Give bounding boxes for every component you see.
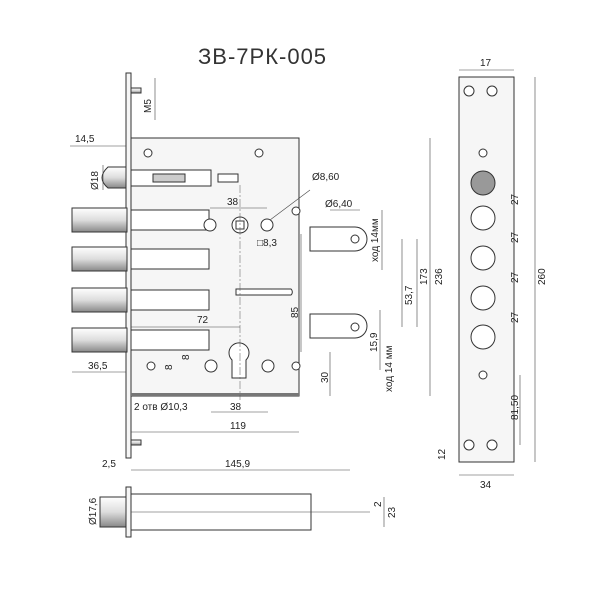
plate-dim-27: 27 — [510, 271, 521, 283]
plate-dim-27: 27 — [510, 193, 521, 205]
m5-screw — [130, 87, 142, 94]
lever — [235, 288, 293, 296]
side-latch — [99, 496, 127, 528]
hole — [203, 218, 217, 232]
screw-icon — [146, 361, 156, 371]
plate-dim-260: 260 — [537, 268, 548, 285]
dim-8b: 8 — [181, 354, 192, 360]
dim-sq8-3: □8,3 — [257, 238, 277, 249]
bolts — [71, 207, 210, 353]
dim-dia18: Ø18 — [90, 171, 101, 190]
dim-dia8-60: Ø8,60 — [312, 172, 340, 183]
plate-dim-27: 27 — [510, 311, 521, 323]
dim-23: 23 — [387, 506, 398, 518]
hole-icon — [254, 148, 264, 158]
dim-holes: 2 отв Ø10,3 — [134, 402, 188, 413]
plate-dim-27: 27 — [510, 231, 521, 243]
mount-hole — [261, 359, 275, 373]
dim-2-5: 2,5 — [102, 459, 116, 470]
dim-dia17-6: Ø17,6 — [88, 497, 99, 525]
plate-dim-34: 34 — [480, 480, 492, 491]
dim-stroke-top: ход 14мм — [370, 218, 381, 262]
dim-14-5: 14,5 — [75, 134, 95, 145]
dim-15-9: 15,9 — [369, 332, 380, 352]
cam-top — [309, 226, 368, 252]
dim-53-7: 53,7 — [404, 285, 415, 305]
strike-holes — [463, 85, 498, 451]
side-faceplate — [125, 486, 132, 538]
screw-icon — [291, 361, 301, 371]
dim-145-9: 145,9 — [225, 459, 250, 470]
dim-36-5: 36,5 — [88, 361, 108, 372]
dim-38-top: 38 — [227, 197, 239, 208]
plate-dim-17: 17 — [480, 58, 492, 69]
dim-173: 173 — [419, 268, 430, 285]
mount-hole — [204, 359, 218, 373]
dimension-lines — [70, 69, 536, 527]
dim-38-bottom: 38 — [230, 402, 242, 413]
hole — [260, 218, 274, 232]
plate-dim-81-50: 81,50 — [510, 395, 521, 420]
dim-85: 85 — [290, 306, 301, 318]
plate-dim-12: 12 — [437, 448, 448, 460]
dim-72: 72 — [197, 315, 209, 326]
dim-dia6-40: Ø6,40 — [325, 199, 353, 210]
screw-icon — [291, 206, 301, 216]
dim-2: 2 — [373, 501, 384, 507]
dim-236: 236 — [434, 268, 445, 285]
drawing-title: ЗВ-7РК-005 — [198, 44, 328, 69]
latch-stop — [217, 173, 239, 183]
screw-icon — [143, 148, 153, 158]
dim-119: 119 — [230, 421, 246, 432]
latch-spring — [152, 173, 186, 183]
latch — [101, 166, 127, 189]
cylinder-cutout — [228, 342, 250, 379]
dim-m5: M5 — [143, 99, 154, 113]
bottom-screw — [130, 439, 142, 446]
dim-30: 30 — [320, 371, 331, 383]
dim-stroke-bottom: ход 14 мм — [384, 345, 395, 392]
cam-bottom — [309, 313, 368, 339]
dim-8a: 8 — [164, 364, 175, 370]
body-edge — [131, 393, 299, 396]
